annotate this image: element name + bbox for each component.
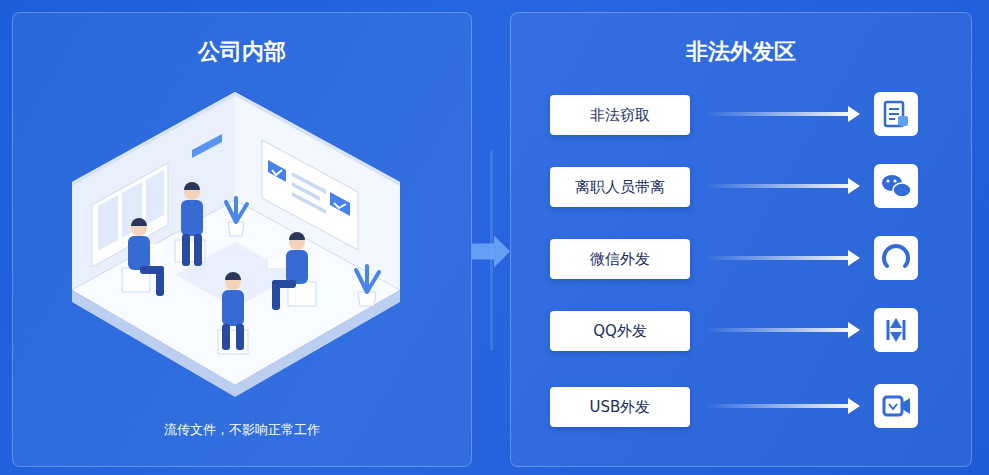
channel-button: QQ外发 (550, 311, 690, 351)
channel-button: 微信外发 (550, 239, 690, 279)
panel-caption: 流传文件，不影响正常工作 (13, 421, 471, 439)
channel-button: 离职人员带离 (550, 167, 690, 207)
panel-title: 公司内部 (13, 37, 471, 67)
button-label: QQ外发 (593, 322, 647, 341)
button-label: 非法窃取 (590, 106, 650, 125)
flow-arrow (472, 236, 510, 268)
zone-panel: 非法外发区非法窃取离职人员带离微信外发 QQ外发 USB外发 (510, 12, 972, 467)
button-label: 离职人员带离 (575, 178, 665, 197)
flow-arrow (472, 236, 510, 268)
channel-button: 非法窃取 (550, 95, 690, 135)
button-label: 微信外发 (590, 250, 650, 269)
zone-panel: 公司内部流传文件，不影响正常工作 (12, 12, 472, 467)
panel-title: 非法外发区 (511, 37, 971, 67)
button-label: USB外发 (590, 398, 651, 417)
channel-button: USB外发 (550, 387, 690, 427)
